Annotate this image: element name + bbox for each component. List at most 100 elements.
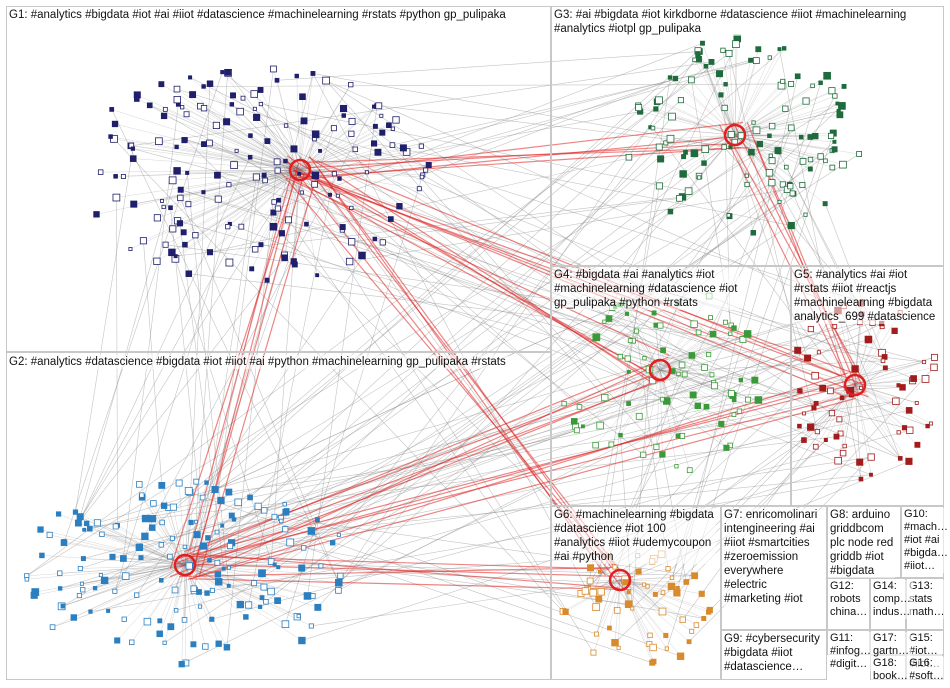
graph-node (767, 133, 772, 139)
edge (815, 375, 856, 386)
edge (326, 80, 883, 327)
graph-node (379, 239, 386, 246)
graph-node (823, 158, 828, 164)
edge (189, 492, 597, 635)
graph-node (111, 120, 119, 128)
edge (619, 579, 654, 662)
edge (110, 136, 301, 171)
edge (184, 534, 198, 566)
graph-node (243, 614, 249, 620)
edge (691, 79, 736, 136)
graph-node (655, 182, 663, 190)
group-panel-g1 (6, 6, 551, 352)
edge (734, 38, 738, 136)
edge (659, 369, 740, 412)
graph-node (665, 566, 671, 572)
edge (285, 330, 637, 513)
edge (152, 436, 837, 519)
graph-node (217, 496, 225, 505)
graph-node (182, 241, 188, 248)
edge (337, 78, 676, 196)
graph-node (249, 266, 255, 272)
graph-node (162, 106, 168, 112)
graph-node (807, 166, 813, 172)
graph-node (82, 527, 87, 532)
graph-node (720, 47, 726, 53)
edge (734, 85, 782, 136)
graph-node (134, 96, 140, 102)
graph-node (358, 251, 366, 260)
graph-node (839, 395, 845, 401)
edge (116, 169, 301, 198)
graph-node (836, 111, 844, 119)
edge (184, 564, 302, 569)
graph-node (214, 559, 221, 566)
graph-node (700, 40, 705, 46)
graph-node (315, 273, 320, 278)
graph-node (299, 190, 304, 195)
graph-node (299, 93, 306, 101)
graph-node (310, 71, 316, 76)
graph-node (201, 190, 206, 195)
graph-node (300, 545, 307, 551)
edge (655, 412, 833, 595)
graph-node (336, 532, 341, 537)
edge (734, 57, 771, 136)
graph-node (247, 494, 253, 501)
edge (171, 169, 301, 253)
edge (256, 117, 301, 171)
graph-node (399, 144, 407, 152)
graph-node (723, 82, 728, 87)
edge (619, 575, 695, 581)
edge (254, 93, 301, 171)
graph-node (37, 526, 44, 533)
graph-node (818, 80, 823, 86)
graph-node (794, 73, 801, 80)
graph-node (173, 254, 178, 259)
edge (312, 73, 597, 608)
group-label-g18: G18: book… (871, 657, 910, 683)
edge (854, 384, 910, 462)
graph-node (245, 601, 253, 609)
graph-node (274, 205, 281, 212)
group-label-g9: G9: #cybersecurity #bigdata #iiot #datas… (722, 632, 822, 674)
edge (734, 85, 813, 136)
edge (619, 579, 702, 595)
graph-node (76, 592, 83, 599)
graph-node (836, 416, 843, 423)
graph-node (650, 125, 656, 131)
graph-node (739, 336, 747, 344)
edge (184, 564, 247, 618)
edge (261, 193, 793, 574)
edge (84, 357, 808, 531)
edge (189, 553, 620, 589)
graph-node (721, 144, 727, 150)
edge (276, 80, 301, 171)
graph-node (667, 75, 673, 80)
graph-node (611, 638, 619, 647)
edge (299, 143, 375, 171)
graph-node (258, 242, 264, 248)
edge (608, 318, 661, 371)
graph-node (858, 476, 864, 482)
graph-node (691, 572, 699, 580)
graph-node (731, 412, 737, 417)
graph-node (626, 401, 631, 406)
edge (184, 521, 197, 566)
graph-node (300, 117, 308, 125)
edge (659, 333, 748, 371)
graph-node (214, 171, 221, 179)
graph-node (602, 319, 607, 324)
graph-node (136, 481, 143, 488)
graph-node (851, 365, 859, 373)
graph-node (802, 97, 810, 105)
graph-node (181, 617, 188, 623)
graph-node (282, 526, 289, 533)
edge (734, 134, 826, 204)
graph-node (880, 358, 886, 364)
graph-node (169, 535, 175, 541)
group-panel-g5 (791, 266, 944, 506)
edge (299, 169, 343, 231)
graph-node (303, 592, 312, 600)
graph-node (99, 531, 105, 537)
